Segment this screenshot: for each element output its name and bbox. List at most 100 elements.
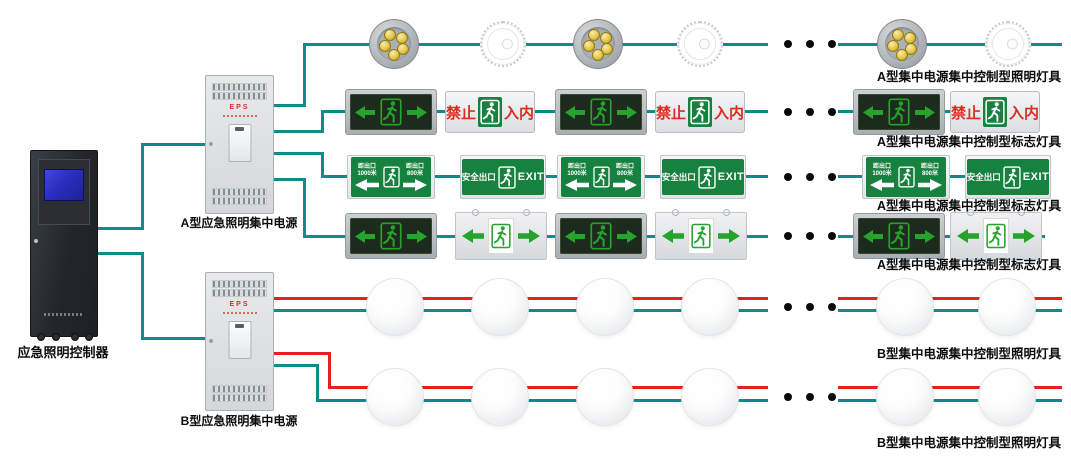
led-dot — [588, 29, 600, 41]
arrow-right-icon — [613, 178, 637, 191]
exit-sign-dark — [345, 213, 437, 259]
wire-segment — [272, 152, 324, 155]
dome-lamp-fixture — [876, 368, 934, 426]
exit-sign-dark — [555, 89, 647, 135]
arrow-right-icon — [915, 229, 935, 243]
arrow-left-icon — [870, 178, 894, 191]
vent-grille — [212, 385, 267, 393]
exit-sign-dark — [853, 89, 945, 135]
led-dot — [892, 29, 904, 41]
wire-segment — [272, 352, 331, 355]
led-dot — [601, 43, 613, 55]
wire-segment — [838, 43, 1062, 46]
controller-screen — [44, 169, 84, 201]
running-man-door-icon — [1003, 165, 1021, 189]
sign-panel — [560, 218, 642, 254]
arrow-right-icon — [403, 178, 427, 191]
arrow-left-icon — [957, 229, 979, 243]
sign-panel — [858, 218, 940, 254]
exit-text-cn: 安全出口 — [661, 172, 696, 182]
led-dot — [887, 40, 899, 52]
lock-icon — [209, 339, 213, 343]
lock-icon — [209, 142, 213, 146]
sign-pictogram — [983, 97, 1007, 127]
row-label-5: B型集中电源集中控制型照明灯具 — [876, 347, 1061, 361]
wire-segment — [838, 386, 1062, 389]
sign-panel — [350, 218, 432, 254]
sign-panel: 安全出口 EXIT — [461, 159, 545, 195]
emergency-lighting-controller — [30, 150, 98, 341]
running-man-door-icon — [380, 222, 402, 250]
led-dot — [896, 49, 908, 61]
wire-segment — [331, 386, 768, 389]
wire-segment — [306, 43, 768, 46]
arrow-left-icon — [863, 229, 883, 243]
wire-segment — [272, 178, 306, 181]
row-label-4: A型集中电源集中控制型标志灯具 — [876, 258, 1061, 272]
led-dot — [384, 29, 396, 41]
ring-inner — [992, 28, 1024, 60]
power-supply-cabinet-b: EPS — [205, 272, 274, 411]
running-man-door-icon — [592, 166, 610, 188]
dome-lamp-fixture — [471, 368, 529, 426]
ring-inner — [487, 28, 519, 60]
no-entry-text-left: 禁止 — [951, 104, 982, 122]
sign-pictogram — [688, 97, 712, 127]
wire-segment — [838, 297, 1062, 300]
arrow-right-icon — [718, 229, 740, 243]
running-man-door-icon — [590, 222, 612, 250]
no-entry-sign: 禁止 入内 — [950, 91, 1040, 133]
arrow-right-icon — [1013, 229, 1035, 243]
power-supply-cabinet-a: EPS — [205, 75, 274, 214]
row-label-3: A型集中电源集中控制型标志灯具 — [876, 199, 1061, 213]
dome-lamp-fixture — [576, 278, 634, 336]
ceiling-ring-light-fixture — [480, 21, 526, 67]
wire-segment — [321, 152, 324, 178]
running-man-door-icon — [985, 99, 1005, 125]
wire-segment — [316, 364, 319, 402]
hanger-hook-icon — [523, 209, 530, 216]
recessed-downlight-fixture — [877, 19, 927, 69]
no-entry-text-right: 入内 — [1008, 104, 1039, 122]
cabinet-door-unit — [228, 321, 251, 359]
no-entry-text-left: 禁止 — [656, 104, 687, 122]
row-label-1: A型集中电源集中控制型照明灯具 — [876, 70, 1061, 84]
sign-pictogram — [983, 218, 1009, 254]
running-man-door-icon — [590, 98, 612, 126]
no-entry-sign: 禁止入内 — [655, 91, 745, 133]
dome-lamp-fixture — [366, 368, 424, 426]
wire-segment — [272, 364, 319, 367]
wire-segment — [303, 43, 306, 107]
wire-segment — [324, 110, 768, 113]
vent-grille — [212, 83, 267, 91]
sign-pictogram — [488, 218, 514, 254]
wire-segment — [141, 143, 144, 230]
hanger-hook-icon — [723, 209, 730, 216]
running-man-door-icon — [690, 99, 710, 125]
ring-center — [698, 38, 710, 50]
ellipsis-dots — [784, 393, 836, 401]
running-man-door-icon — [698, 165, 716, 189]
exit-text-en: EXIT — [517, 171, 545, 183]
exit-sign-dark — [555, 213, 647, 259]
hanging-exit-sign — [455, 209, 547, 260]
wire-segment — [303, 178, 306, 238]
ring-center — [501, 38, 513, 50]
led-dot — [379, 40, 391, 52]
ellipsis-dots — [784, 173, 836, 181]
exit-text-cn: 安全出口 — [461, 172, 496, 182]
wire-segment — [324, 175, 768, 178]
arrow-right-icon — [617, 105, 637, 119]
wire-segment — [838, 399, 1062, 402]
wire-segment — [838, 309, 1062, 312]
caster-wheel — [37, 333, 45, 341]
